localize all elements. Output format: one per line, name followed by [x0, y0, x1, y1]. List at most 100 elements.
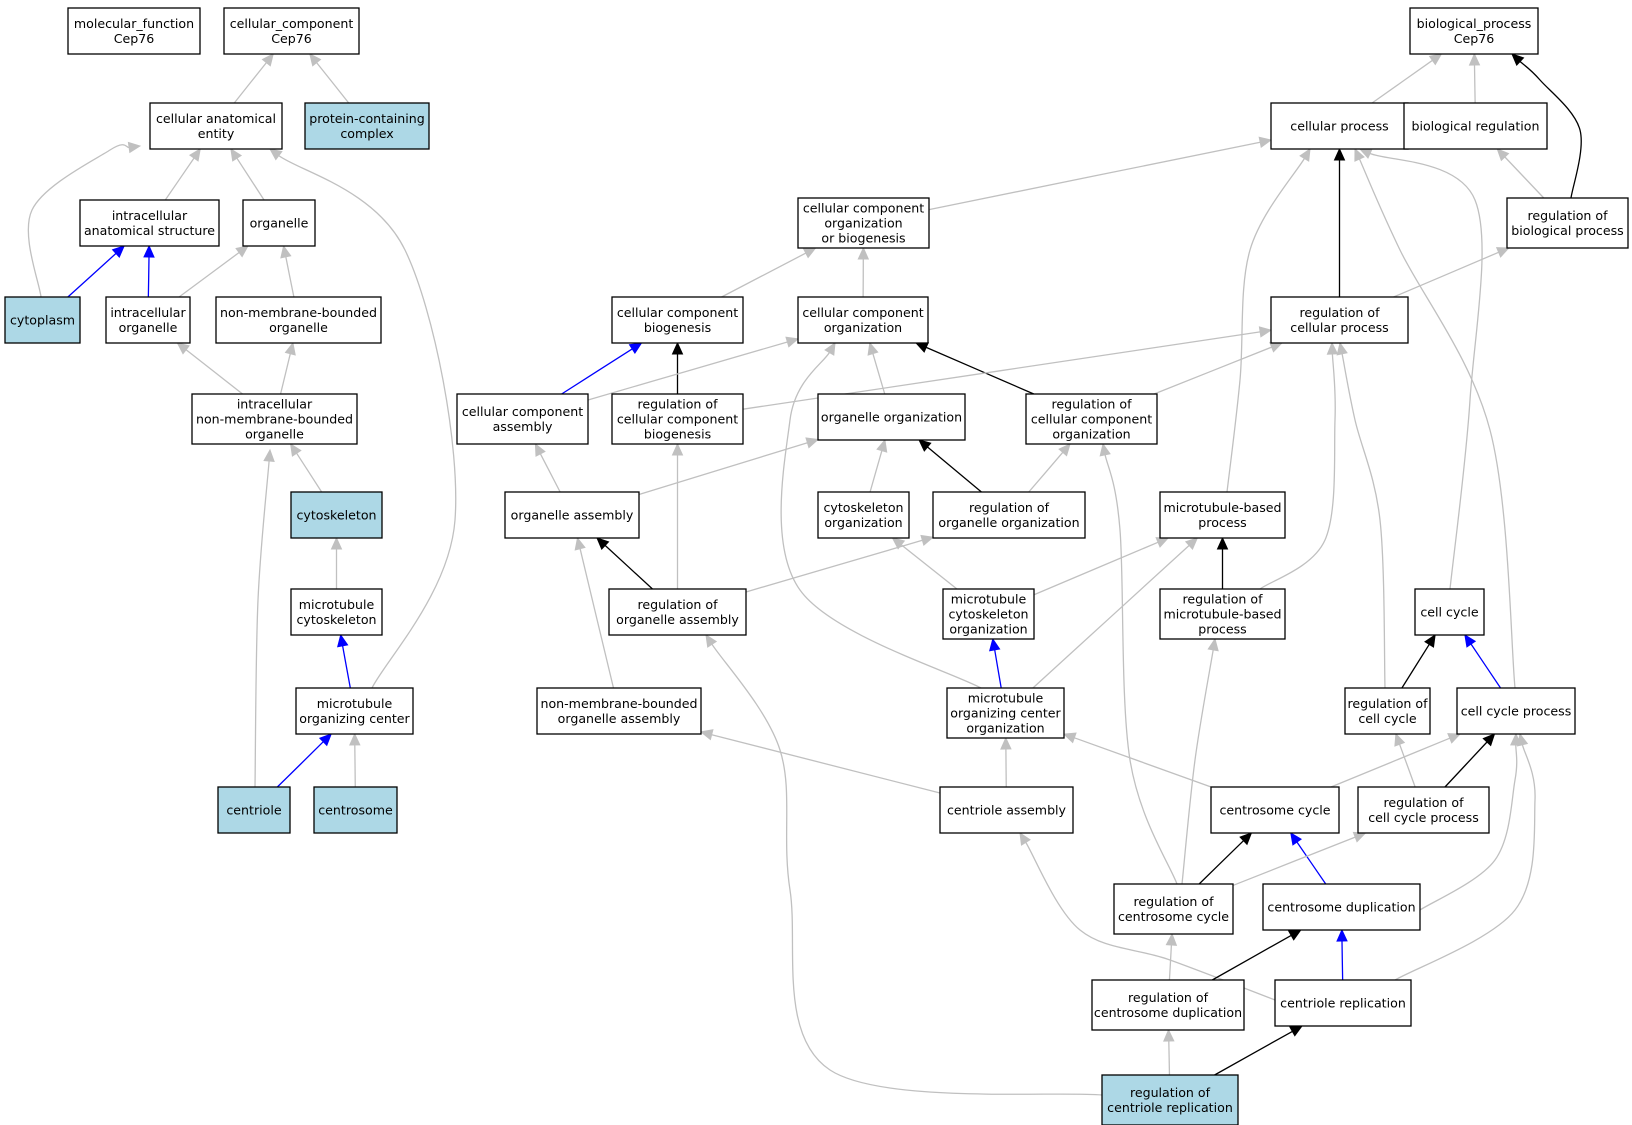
node-label-line: regulation of: [1051, 397, 1132, 412]
edge-line: [994, 649, 1002, 689]
node-label-line: complex: [340, 126, 394, 141]
node-br[interactable]: biological regulation: [1403, 102, 1548, 150]
node-cr[interactable]: centriole replication: [1274, 979, 1412, 1027]
node-inmbo[interactable]: intracellularnon-membrane-boundedorganel…: [191, 393, 358, 445]
edge-line: [1211, 934, 1292, 981]
edge-csd-to-csc: [1290, 832, 1327, 885]
edge-ccp-to-cc2: [1464, 634, 1502, 689]
node-box: [1403, 102, 1548, 150]
edge-line: [1028, 451, 1064, 493]
node-label-line: microtubule-based: [1164, 607, 1282, 622]
node-label-line: organelle organization: [938, 515, 1079, 530]
edge-arrowhead: [330, 536, 343, 550]
node-oo[interactable]: organelle organization: [817, 393, 966, 441]
edge-arrowhead: [920, 534, 935, 546]
node-centrosome[interactable]: centrosome: [313, 786, 398, 834]
node-centriole[interactable]: centriole: [217, 786, 291, 834]
edge-line: [1168, 944, 1173, 981]
node-cytosk[interactable]: cytoskeleton: [290, 491, 383, 539]
node-org[interactable]: organelle: [242, 199, 316, 247]
edge-mtoc-to-cae: [269, 148, 457, 689]
node-label-line: cytoskeleton: [296, 612, 376, 627]
node-cc2[interactable]: cell cycle: [1414, 588, 1485, 636]
edge-line: [1033, 541, 1159, 596]
edge-arrowhead: [261, 53, 274, 67]
edge-arrowhead: [1290, 832, 1303, 846]
edge-line: [278, 155, 457, 689]
edge-rcr-to-roa: [705, 633, 1103, 1096]
node-label-line: intracellular: [112, 208, 188, 223]
edge-rbp-to-bp: [1511, 53, 1582, 199]
node-label-line: organelle organization: [821, 410, 962, 425]
edge-arrowhead: [1289, 1025, 1304, 1037]
edge-centrosome-to-mtoc: [349, 732, 361, 788]
node-oa[interactable]: organelle assembly: [504, 491, 640, 539]
edge-csc-to-mtoco: [1062, 732, 1212, 788]
edge-mtoc-to-mtcs: [337, 633, 351, 689]
node-cp[interactable]: cellular process: [1270, 102, 1409, 150]
node-cyto[interactable]: cytoplasm: [4, 296, 81, 344]
edge-csc-to-ccp: [1330, 733, 1462, 788]
edge-rcp-to-cp: [1333, 147, 1346, 297]
edge-arrowhead: [857, 246, 870, 260]
edge-arrowhead: [596, 537, 610, 551]
edge-line: [1519, 61, 1582, 199]
node-label-line: organelle: [269, 320, 328, 335]
node-box: [4, 296, 81, 344]
edge-oa-to-cca: [534, 442, 561, 493]
node-label-line: protein-containing: [309, 111, 425, 126]
node-box: [608, 588, 747, 636]
node-label-line: cell cycle: [1420, 605, 1478, 620]
edge-centriole-to-mtoc: [276, 733, 333, 788]
node-csd[interactable]: centrosome duplication: [1262, 883, 1421, 931]
edge-line: [1473, 64, 1476, 104]
node-ca[interactable]: centriole assembly: [939, 786, 1074, 834]
edge-line: [604, 544, 653, 590]
node-label-line: regulation of: [1299, 305, 1380, 320]
edge-line: [1470, 643, 1502, 689]
node-box: [1414, 588, 1485, 636]
edge-line: [721, 252, 807, 298]
edge-arrowhead: [1184, 537, 1199, 551]
node-csc[interactable]: centrosome cycle: [1210, 786, 1340, 834]
edge-line: [1393, 251, 1499, 298]
edge-roa-to-oa: [596, 537, 653, 590]
node-label-line: biogenesis: [644, 427, 711, 442]
edge-rccb-to-rcp: [742, 326, 1273, 410]
edge-rcc-to-rcp: [1336, 341, 1386, 689]
node-label-line: regulation of: [1347, 696, 1428, 711]
node-label-line: entity: [198, 126, 235, 141]
node-ccp[interactable]: cell cycle process: [1456, 687, 1576, 735]
